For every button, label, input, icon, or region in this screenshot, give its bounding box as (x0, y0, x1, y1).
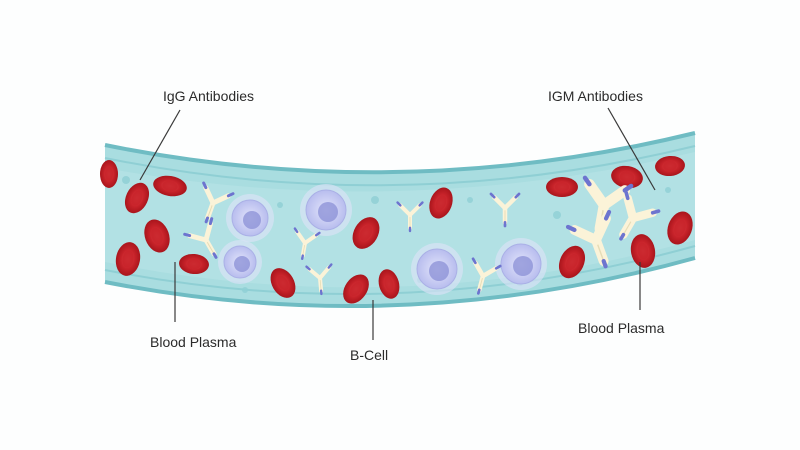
red-blood-cell-icon (343, 274, 369, 304)
red-blood-cell-icon (115, 242, 141, 276)
red-blood-cell-icon (270, 268, 296, 298)
red-blood-cell-icon (611, 165, 643, 189)
b-cell-icon (411, 243, 463, 295)
igm-antibody-icon (619, 190, 661, 241)
b-cell-icon (226, 194, 274, 242)
red-blood-cell-icon (558, 245, 586, 279)
b-cell-icon (218, 240, 262, 284)
label-blood-plasma-left: Blood Plasma (150, 334, 237, 350)
igg-antibody-icon (183, 217, 218, 259)
igg-antibody-icon (293, 227, 321, 260)
red-blood-cells (100, 155, 693, 304)
red-blood-cell-icon (124, 182, 150, 214)
antibodies (183, 175, 661, 296)
label-igg-antibodies: IgG Antibodies (163, 88, 254, 104)
red-blood-cell-icon (667, 211, 693, 245)
red-blood-cell-icon (100, 160, 118, 188)
igg-antibody-icon (396, 201, 424, 233)
vessel-bottom-wall-inner (104, 245, 696, 295)
red-blood-cell-icon (429, 187, 453, 219)
red-blood-cell-icon (144, 219, 170, 253)
red-blood-cell-icon (153, 175, 187, 197)
leader-line-igm (607, 107, 656, 191)
label-igm-antibodies: IGM Antibodies (548, 88, 643, 104)
igg-antibody-icon (471, 257, 502, 295)
vessel-top-wall-inner (104, 145, 696, 187)
leader-line-igg (139, 109, 181, 181)
b-cells (218, 184, 547, 295)
red-blood-cell-icon (630, 234, 656, 268)
red-blood-cell-icon (179, 253, 209, 275)
igg-antibody-icon (489, 192, 521, 228)
b-cell-icon (495, 238, 547, 290)
igg-antibody-icon (202, 181, 235, 224)
red-blood-cell-icon (655, 155, 685, 177)
igm-antibody-icon (565, 209, 612, 269)
igg-antibody-icon (305, 263, 333, 296)
red-blood-cell-icon (546, 177, 578, 197)
vessel-top-wall (104, 131, 696, 175)
leader-lines (139, 107, 656, 340)
b-cell-icon (300, 184, 352, 236)
vessel-bottom-wall (104, 256, 696, 308)
red-blood-cell-icon (378, 269, 400, 299)
label-b-cell: B-Cell (350, 347, 388, 363)
red-blood-cell-icon (352, 217, 380, 249)
label-blood-plasma-right: Blood Plasma (578, 320, 665, 336)
